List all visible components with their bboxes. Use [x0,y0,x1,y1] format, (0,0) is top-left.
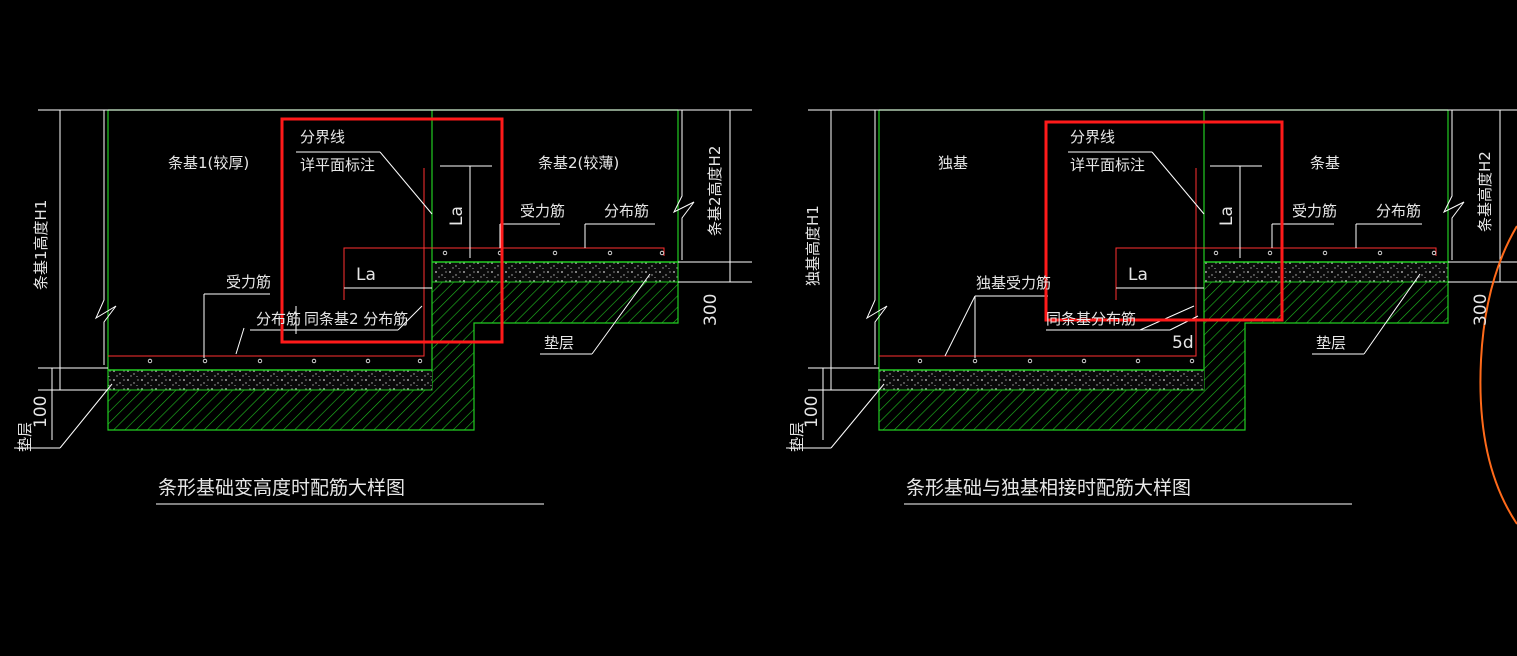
left-height2-label: 条基2高度H2 [706,146,724,236]
right-cushion-left: 垫层 [788,422,806,452]
right-leader-dist [1139,305,1195,331]
right-leader-cushion-r [1363,273,1421,355]
right-detail-strip-isolated-footing-joint: 独基 条基 分界线 详平面标注 La La 独基受力筋 受力筋 分布筋 同条基分… [786,109,1517,525]
right-height1-label: 独基高度H1 [804,205,822,286]
left-boundary-label: 分界线 [300,128,345,146]
right-leader-5d [1169,315,1199,331]
left-footing2-label: 条基2(较薄) [538,154,619,172]
left-la-vertical: La [447,206,467,226]
left-main-bar-left: 受力筋 [226,273,271,291]
left-la-horizontal: La [356,265,376,285]
right-dist-bar-note: 同条基分布筋 [1046,310,1136,328]
left-leader-boundary [379,151,433,215]
right-leader-cushion-l [830,383,885,449]
left-highlight-box[interactable] [280,117,504,344]
right-footing1-label: 独基 [938,154,968,172]
right-cushion-fill-1 [879,370,1204,390]
left-break-line-1 [94,110,117,365]
right-detail-note-label: 详平面标注 [1070,156,1145,174]
left-height1-label: 条基1高度H1 [32,200,50,290]
left-dim-100: 100 [31,396,51,428]
right-dist-bar-right: 分布筋 [1376,202,1421,220]
right-dim-100: 100 [802,396,822,428]
left-dim-300: 300 [701,294,721,326]
right-footing2-label: 条基 [1310,154,1340,172]
left-dist-bar-note-a: 分布筋 [256,310,301,328]
right-main-bar-left: 独基受力筋 [976,274,1051,292]
right-break-line-2 [1442,110,1465,260]
left-detail-title: 条形基础变高度时配筋大样图 [158,477,405,499]
left-dist-bar-note-b: 同条基2 分布筋 [304,310,408,328]
right-leader-main-1 [944,295,976,357]
left-detail-note-label: 详平面标注 [300,156,375,174]
right-five-d: 5d [1172,333,1194,353]
right-rebar-dots [917,250,1437,364]
right-main-bar-right: 受力筋 [1292,202,1337,220]
right-leader-boundary [1151,151,1205,215]
left-cushion-left: 垫层 [16,422,34,452]
right-rebar-1 [879,302,1197,357]
right-highlight-box[interactable] [1044,120,1284,322]
right-rebar-2 [1115,247,1437,300]
right-detail-title: 条形基础与独基相接时配筋大样图 [906,477,1191,499]
right-dim-300: 300 [1471,294,1491,326]
left-main-bar-right: 受力筋 [520,202,565,220]
right-cushion-fill-2 [1204,262,1448,282]
right-break-line-1 [865,110,888,365]
right-boundary-label: 分界线 [1070,128,1115,146]
left-leader-cushion-r [591,273,651,355]
right-la-horizontal: La [1128,265,1148,285]
right-foundation-outline [878,110,1449,431]
annotation-curve [1479,225,1517,525]
left-leader-dist-2 [235,327,245,355]
right-la-vertical: La [1217,206,1237,226]
left-rebar-dots [147,250,665,364]
left-leader-dist-3 [397,305,423,331]
left-footing1-label: 条基1(较厚) [168,154,249,172]
left-cushion-right: 垫层 [544,334,574,352]
left-rebar-2 [343,247,665,300]
right-cushion-right: 垫层 [1316,334,1346,352]
left-break-line-2 [672,110,695,260]
left-dist-bar-right: 分布筋 [604,202,649,220]
left-detail-strip-footing-height-change: 条基1(较厚) 条基2(较薄) 分界线 详平面标注 La La 受力筋 受力筋 … [14,109,752,505]
left-foundation-outline [107,110,679,431]
right-height2-label: 条基高度H2 [1476,151,1494,232]
left-leader-cushion-l [59,383,113,449]
left-cushion-fill-1 [108,370,432,390]
left-cushion-fill-2 [432,262,678,282]
